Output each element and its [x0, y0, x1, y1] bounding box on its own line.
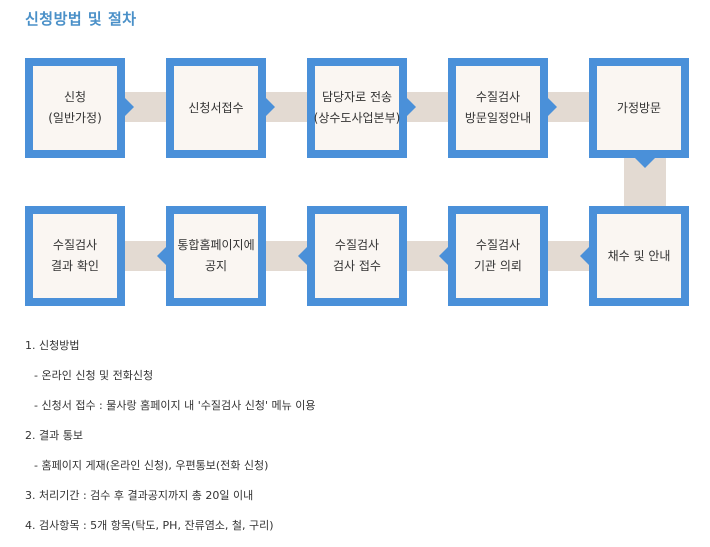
- step-1-line-1: 신청: [63, 90, 87, 104]
- step-1-line-2: (일반가정): [48, 111, 102, 125]
- arrow-right-icon: [266, 98, 275, 116]
- step-box-6: 채수 및 안내: [589, 206, 689, 306]
- note-subitem-form: - 신청서 접수 : 물사랑 홈페이지 내 '수질검사 신청' 메뉴 이용: [34, 399, 316, 412]
- arrow-left-icon: [298, 247, 307, 265]
- step-5-line-1: 가정방문: [616, 100, 662, 115]
- step-7-line-1: 수질검사: [475, 238, 521, 252]
- note-subitem-online-phone: - 온라인 신청 및 전화신청: [34, 369, 154, 382]
- step-2-line-1: 신청서접수: [188, 100, 244, 115]
- arrow-left-icon: [157, 247, 166, 265]
- step-box-4: 수질검사 방문일정안내: [448, 58, 548, 158]
- step-10-line-2: 결과 확인: [51, 259, 99, 273]
- step-9-line-2: 공지: [204, 259, 228, 273]
- step-box-3: 담당자로 전송 (상수도사업본부): [307, 58, 407, 158]
- step-3-line-2: (상수도사업본부): [313, 111, 401, 125]
- arrow-right-icon: [548, 98, 557, 116]
- step-4-line-2: 방문일정안내: [464, 111, 532, 125]
- arrow-down-icon: [634, 157, 656, 168]
- note-subitem-result-channel: - 홈페이지 게재(온라인 신청), 우편통보(전화 신청): [34, 459, 269, 472]
- note-item-processing-period: 3. 처리기간 : 검수 후 결과공지까지 총 20일 이내: [25, 489, 254, 502]
- page-title: 신청방법 및 절차: [25, 10, 137, 28]
- note-item-test-items: 4. 검사항목 : 5개 항목(탁도, PH, 잔류염소, 철, 구리): [25, 519, 274, 532]
- notes-section: 1. 신청방법 - 온라인 신청 및 전화신청 - 신청서 접수 : 물사랑 홈…: [25, 331, 695, 541]
- arrow-left-icon: [580, 247, 589, 265]
- step-8-line-2: 검사 접수: [333, 259, 381, 273]
- step-box-1: 신청 (일반가정): [25, 58, 125, 158]
- step-3-line-1: 담당자로 전송: [321, 90, 393, 104]
- step-box-7: 수질검사 기관 의뢰: [448, 206, 548, 306]
- note-item-apply-method: 1. 신청방법: [25, 339, 80, 352]
- step-10-line-1: 수질검사: [52, 238, 98, 252]
- step-6-line-1: 채수 및 안내: [607, 248, 671, 263]
- note-item-result-notice: 2. 결과 통보: [25, 429, 83, 442]
- step-box-2: 신청서접수: [166, 58, 266, 158]
- step-box-9: 통합홈페이지에 공지: [166, 206, 266, 306]
- arrow-left-icon: [439, 247, 448, 265]
- step-8-line-1: 수질검사: [334, 238, 380, 252]
- step-9-line-1: 통합홈페이지에: [177, 238, 255, 252]
- step-box-8: 수질검사 검사 접수: [307, 206, 407, 306]
- step-box-10: 수질검사 결과 확인: [25, 206, 125, 306]
- step-box-5: 가정방문: [589, 58, 689, 158]
- arrow-right-icon: [407, 98, 416, 116]
- arrow-right-icon: [125, 98, 134, 116]
- step-7-line-2: 기관 의뢰: [474, 259, 522, 273]
- step-4-line-1: 수질검사: [475, 90, 521, 104]
